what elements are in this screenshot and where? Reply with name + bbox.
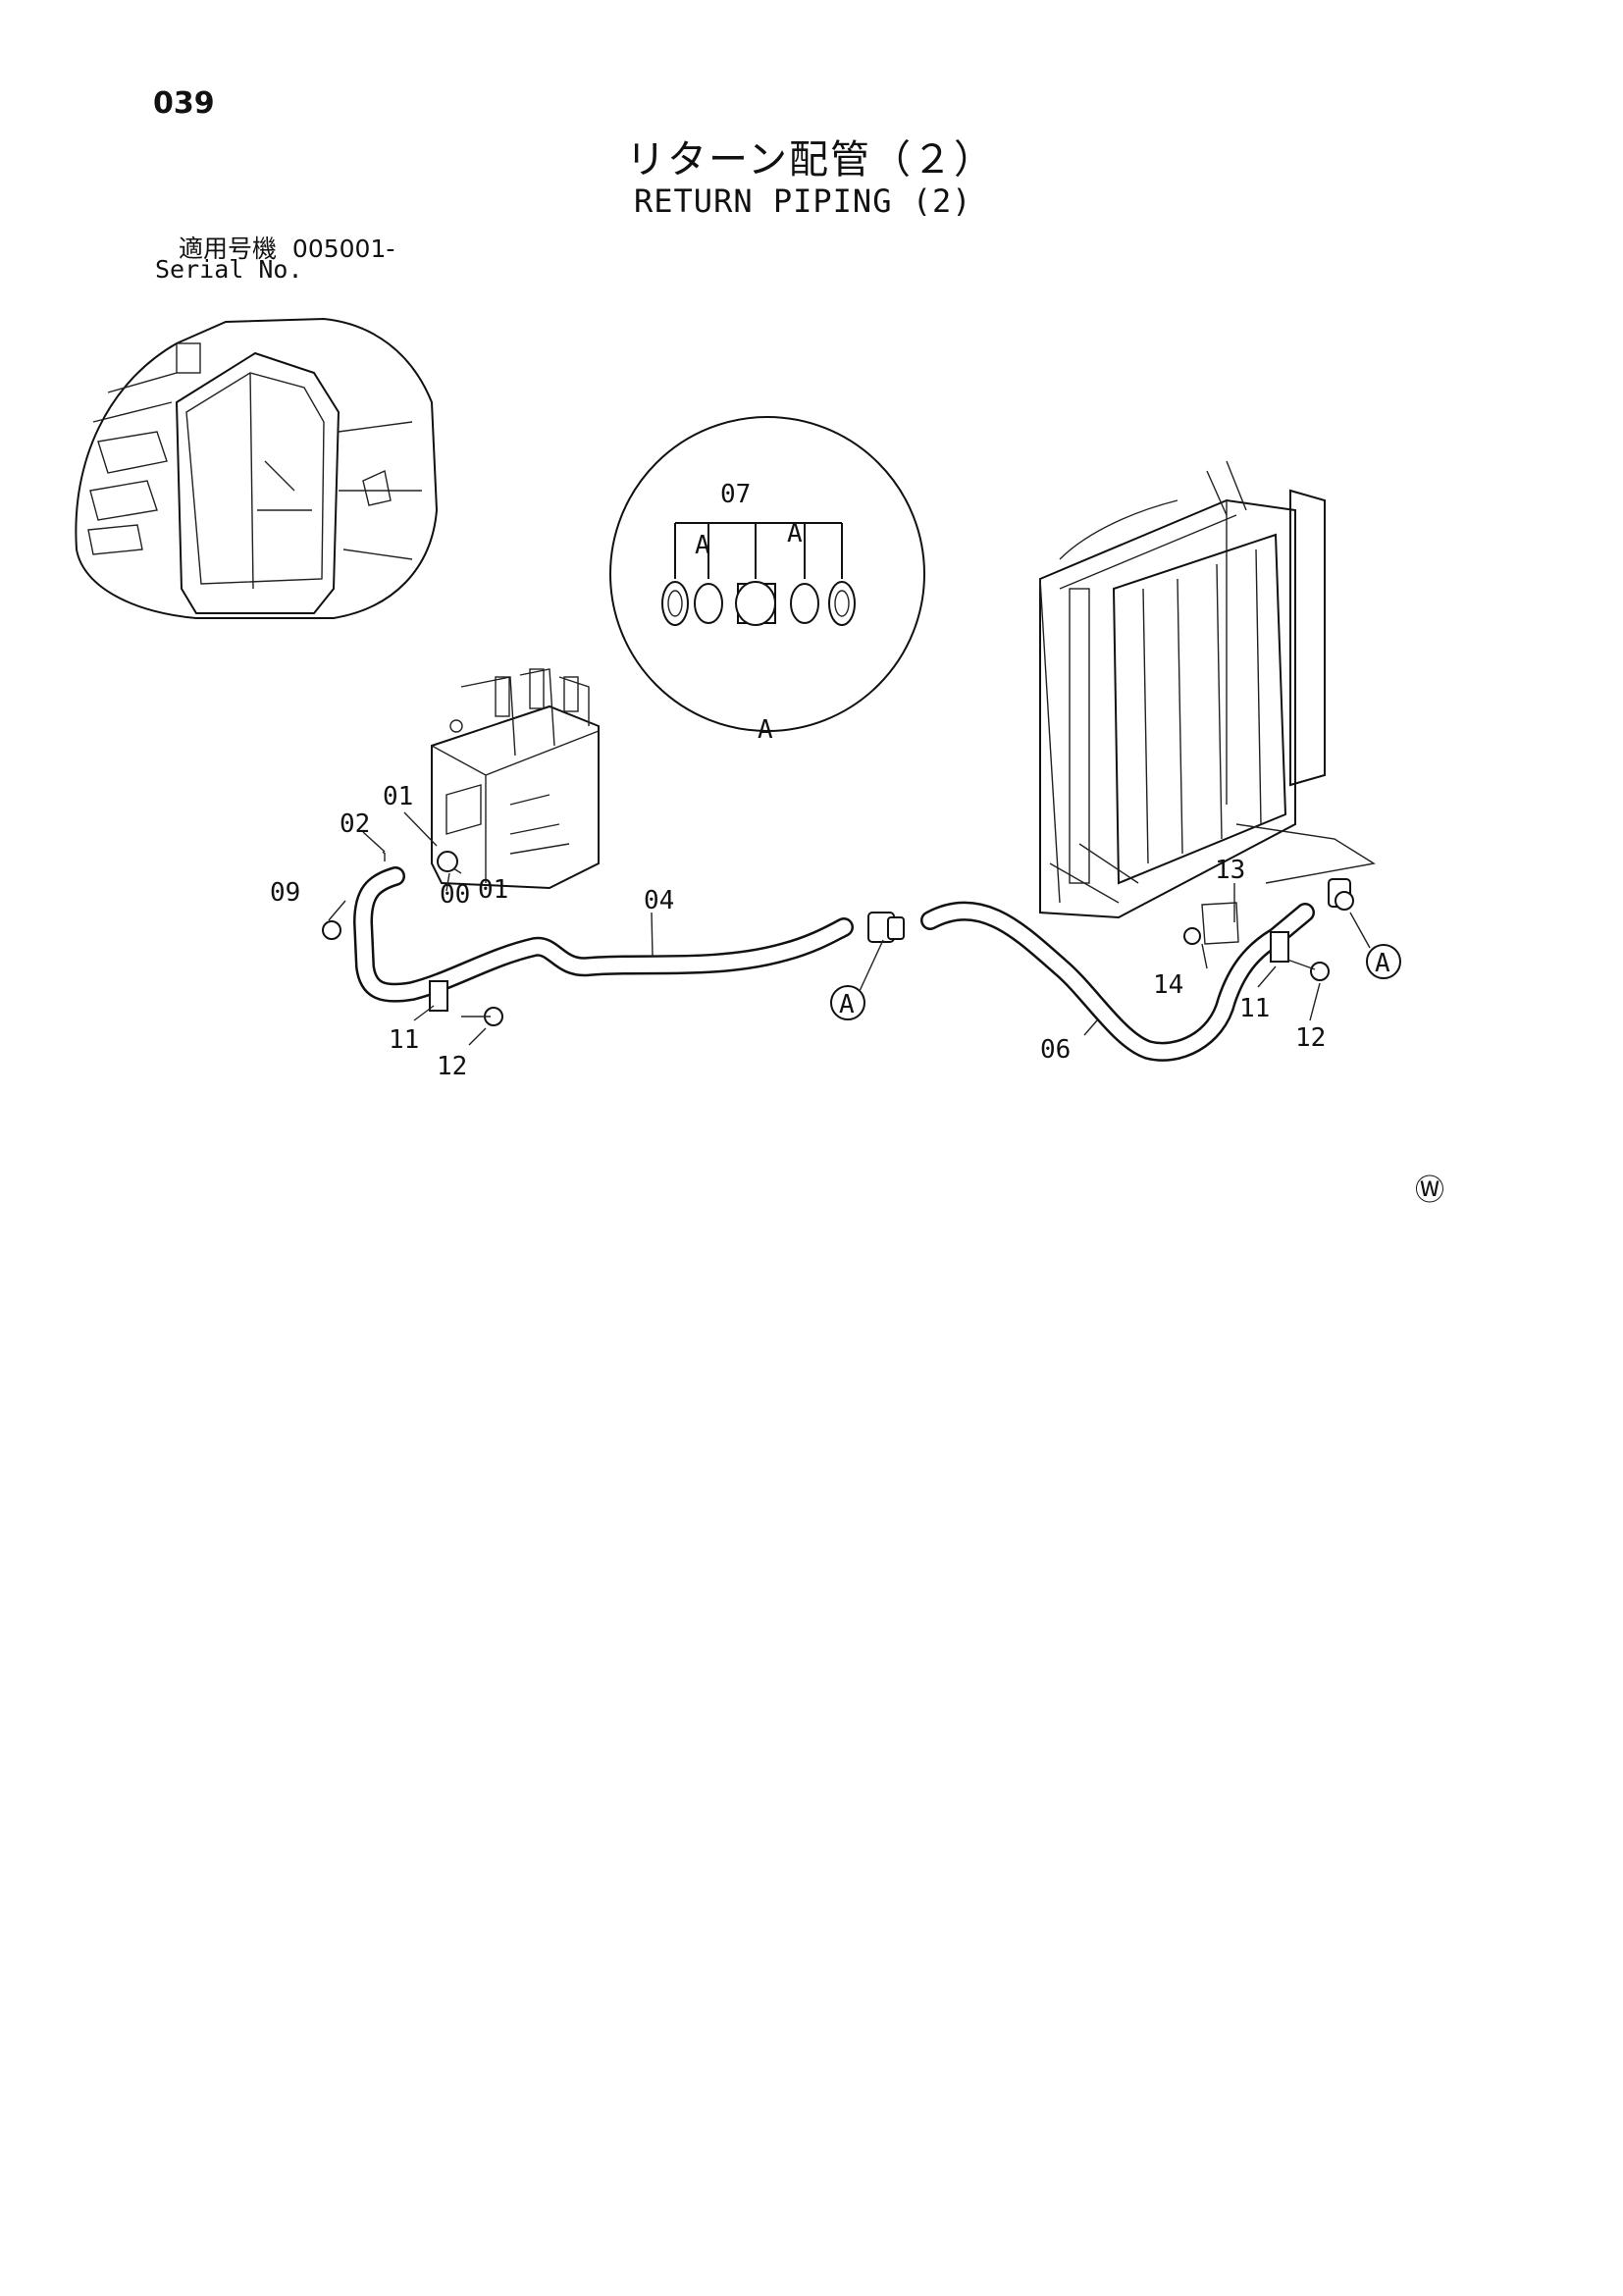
callout-04: 04 (644, 886, 674, 915)
callout-01-upper: 01 (383, 782, 413, 811)
callout-02: 02 (340, 809, 370, 839)
callout-00: 00 (440, 880, 470, 910)
detail-view-a: 07 A A A (609, 416, 925, 745)
callout-14: 14 (1153, 970, 1183, 1000)
serial-label-ja-text: 適用号機 (179, 235, 278, 263)
callout-11-right: 11 (1239, 994, 1270, 1023)
machine-overview-illustration (75, 317, 439, 619)
radiator-illustration (1039, 460, 1376, 919)
callout-01-lower: 01 (478, 875, 508, 905)
return-hose-06 (920, 901, 1315, 1062)
callout-11-left: 11 (389, 1025, 419, 1055)
control-valve-illustration (431, 668, 600, 890)
detail-part-label: 07 (720, 480, 751, 509)
detail-marker-a-right: A (787, 519, 803, 548)
callout-labels: 00 01 01 02 04 06 09 11 11 12 12 13 14 (270, 782, 1326, 1081)
detail-marker-a-left: A (695, 531, 710, 560)
leader-lines (328, 811, 1321, 1046)
page-title-english: RETURN PIPING (2) (634, 183, 972, 220)
reference-mark-a-left-text: A (839, 990, 855, 1019)
reference-mark-a-right-text: A (1375, 949, 1390, 978)
serial-label-japanese: 適用号機 005001- (179, 230, 394, 265)
watermark-mark: Ⓦ (1415, 1174, 1444, 1208)
fittings (322, 851, 1354, 1026)
reference-mark-a-right: A (1349, 912, 1401, 979)
callout-12-left: 12 (437, 1052, 467, 1081)
page-number: 039 (153, 86, 215, 121)
callout-12-right: 12 (1295, 1023, 1326, 1053)
callout-06: 06 (1040, 1035, 1071, 1065)
serial-number: 005001- (291, 235, 395, 263)
reference-mark-a-left: A (830, 939, 884, 1020)
detail-view-name: A (758, 715, 773, 745)
page-title-japanese: リターン配管（２） (626, 137, 995, 183)
callout-09: 09 (270, 878, 300, 908)
serial-label-english: Serial No. (155, 255, 303, 284)
callout-13: 13 (1215, 856, 1245, 885)
return-hose-04 (352, 866, 854, 1003)
